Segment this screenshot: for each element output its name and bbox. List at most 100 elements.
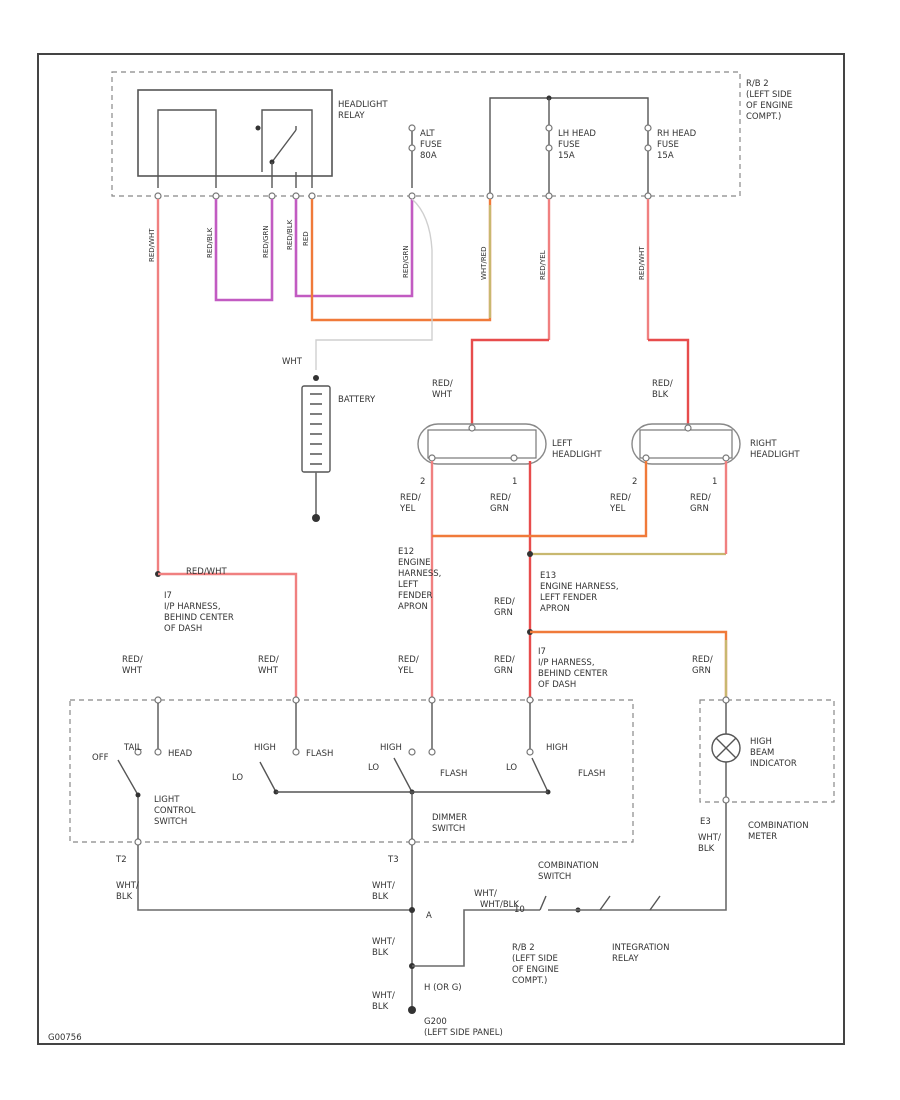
relay-box-top (111, 71, 741, 197)
svg-text:I7: I7 (538, 647, 546, 657)
svg-text:E12: E12 (398, 547, 414, 557)
rb2-top-label: R/B 2 (LEFT SIDE OF ENGINE COMPT.) (746, 79, 793, 122)
svg-text:WHT/: WHT/ (474, 889, 497, 899)
flash-switch: HIGH FLASH LO (232, 703, 333, 795)
svg-text:COMBINATION: COMBINATION (538, 861, 599, 871)
svg-text:COMPT.): COMPT.) (746, 112, 781, 122)
svg-text:BLK: BLK (652, 390, 669, 400)
svg-text:I/P HARNESS,: I/P HARNESS, (164, 602, 221, 612)
ip-harness-right-label: I7 I/P HARNESS, BEHIND CENTER OF DASH (538, 647, 608, 690)
svg-text:RED/: RED/ (652, 379, 673, 389)
svg-text:LO: LO (232, 773, 243, 783)
svg-text:LIGHT: LIGHT (154, 795, 180, 805)
svg-text:GRN: GRN (490, 504, 509, 514)
svg-text:METER: METER (748, 832, 777, 842)
svg-text:BLK: BLK (698, 844, 715, 854)
svg-text:FLASH: FLASH (306, 749, 333, 759)
e12-label: E12 ENGINE HARNESS, LEFT FENDER APRON (398, 547, 441, 612)
svg-text:HEADLIGHT: HEADLIGHT (750, 450, 800, 460)
svg-text:(LEFT SIDE: (LEFT SIDE (512, 954, 558, 964)
wire-to-flash (158, 572, 298, 698)
alt-fuse: ALT FUSE 80A (408, 124, 442, 188)
svg-text:BEHIND CENTER: BEHIND CENTER (164, 613, 234, 623)
svg-text:1: 1 (712, 477, 717, 487)
high-beam-indicator: HIGH BEAM INDICATOR (711, 696, 797, 804)
ground-labels: T2 T3 WHT/ BLK WHT/ BLK WHT/ BLK WHT/ BL… (115, 855, 525, 1012)
svg-text:BLK: BLK (372, 1002, 389, 1012)
svg-text:RED/: RED/ (400, 493, 421, 503)
svg-text:FUSE: FUSE (657, 140, 679, 150)
svg-text:RED/GRN: RED/GRN (262, 225, 270, 258)
svg-text:FUSE: FUSE (558, 140, 580, 150)
wire-orange-fusebus (310, 199, 492, 322)
svg-text:RED/: RED/ (494, 655, 515, 665)
svg-text:WHT: WHT (432, 390, 453, 400)
svg-text:INTEGRATION: INTEGRATION (612, 943, 669, 953)
diagram-frame (37, 53, 845, 1045)
switch-assembly (69, 699, 634, 843)
svg-text:1: 1 (512, 477, 517, 487)
svg-text:FUSE: FUSE (420, 140, 442, 150)
svg-text:R/B 2: R/B 2 (512, 943, 535, 953)
wire-lh-feed-lower (470, 338, 549, 425)
headlight-pin-labels: 2 1 2 1 RED/ YEL RED/ GRN RED/ YEL RED/ … (399, 477, 717, 514)
headlight-relay (137, 89, 333, 177)
wire-lcs-ground (137, 845, 412, 911)
svg-text:A: A (426, 911, 432, 921)
left-headlight-label: LEFT HEADLIGHT (552, 439, 602, 460)
svg-text:FLASH: FLASH (440, 769, 467, 779)
svg-text:RED/BLK: RED/BLK (206, 227, 214, 258)
wire-to-combination-switch (412, 909, 540, 967)
svg-text:RH HEAD: RH HEAD (657, 129, 697, 139)
svg-text:HIGH: HIGH (750, 737, 772, 747)
svg-text:BLK: BLK (372, 948, 389, 958)
wire-purple-loop (214, 199, 274, 302)
svg-text:R/B 2: R/B 2 (746, 79, 769, 89)
svg-text:SWITCH: SWITCH (154, 817, 187, 827)
svg-text:2: 2 (420, 477, 425, 487)
meter-ground-label: WHT/ BLK (698, 833, 721, 854)
svg-text:15A: 15A (657, 151, 674, 161)
svg-text:APRON: APRON (398, 602, 428, 612)
combination-switch: COMBINATION SWITCH (538, 861, 599, 913)
svg-text:G200: G200 (424, 1017, 447, 1027)
svg-text:ENGINE HARNESS,: ENGINE HARNESS, (540, 582, 619, 592)
svg-text:BEAM: BEAM (750, 748, 774, 758)
svg-text:RED/: RED/ (610, 493, 631, 503)
svg-text:HIGH: HIGH (380, 743, 402, 753)
svg-text:OF ENGINE: OF ENGINE (746, 101, 793, 111)
svg-text:H (OR G): H (OR G) (424, 983, 462, 993)
svg-text:WHT/BLK: WHT/BLK (480, 900, 519, 910)
svg-text:SWITCH: SWITCH (538, 872, 571, 882)
svg-text:I7: I7 (164, 591, 172, 601)
svg-text:BEHIND CENTER: BEHIND CENTER (538, 669, 608, 679)
switch-input-labels: RED/ WHT RED/ WHT RED/ YEL RED/ GRN RED/… (122, 655, 713, 676)
svg-text:APRON: APRON (540, 604, 570, 614)
svg-text:RED/: RED/ (494, 597, 515, 607)
splice-wire-code: RED/WHT (186, 567, 227, 577)
svg-text:GRN: GRN (494, 608, 513, 618)
wire-meter-to-relay (600, 803, 727, 911)
svg-text:YEL: YEL (609, 504, 626, 514)
svg-text:RED/: RED/ (432, 379, 453, 389)
svg-text:OF DASH: OF DASH (538, 680, 576, 690)
svg-text:WHT: WHT (122, 666, 143, 676)
wire-rh-feed-lower (648, 338, 690, 425)
svg-text:15A: 15A (558, 151, 575, 161)
right-headlight-label: RIGHT HEADLIGHT (750, 439, 800, 460)
svg-text:RELAY: RELAY (612, 954, 639, 964)
svg-text:LEFT FENDER: LEFT FENDER (540, 593, 597, 603)
svg-text:WHT: WHT (282, 357, 303, 367)
wire-red-yel-cross (432, 461, 648, 538)
svg-text:80A: 80A (420, 151, 437, 161)
svg-text:LO: LO (506, 763, 517, 773)
svg-text:ENGINE: ENGINE (398, 558, 431, 568)
svg-text:T3: T3 (387, 855, 399, 865)
splice-e13 (527, 551, 533, 557)
svg-text:GRN: GRN (692, 666, 711, 676)
svg-text:ALT: ALT (420, 129, 435, 139)
battery: WHT BATTERY (282, 357, 376, 522)
svg-text:RED/YEL: RED/YEL (539, 250, 547, 280)
svg-text:RED/BLK: RED/BLK (286, 219, 294, 250)
svg-text:HARNESS,: HARNESS, (398, 569, 441, 579)
